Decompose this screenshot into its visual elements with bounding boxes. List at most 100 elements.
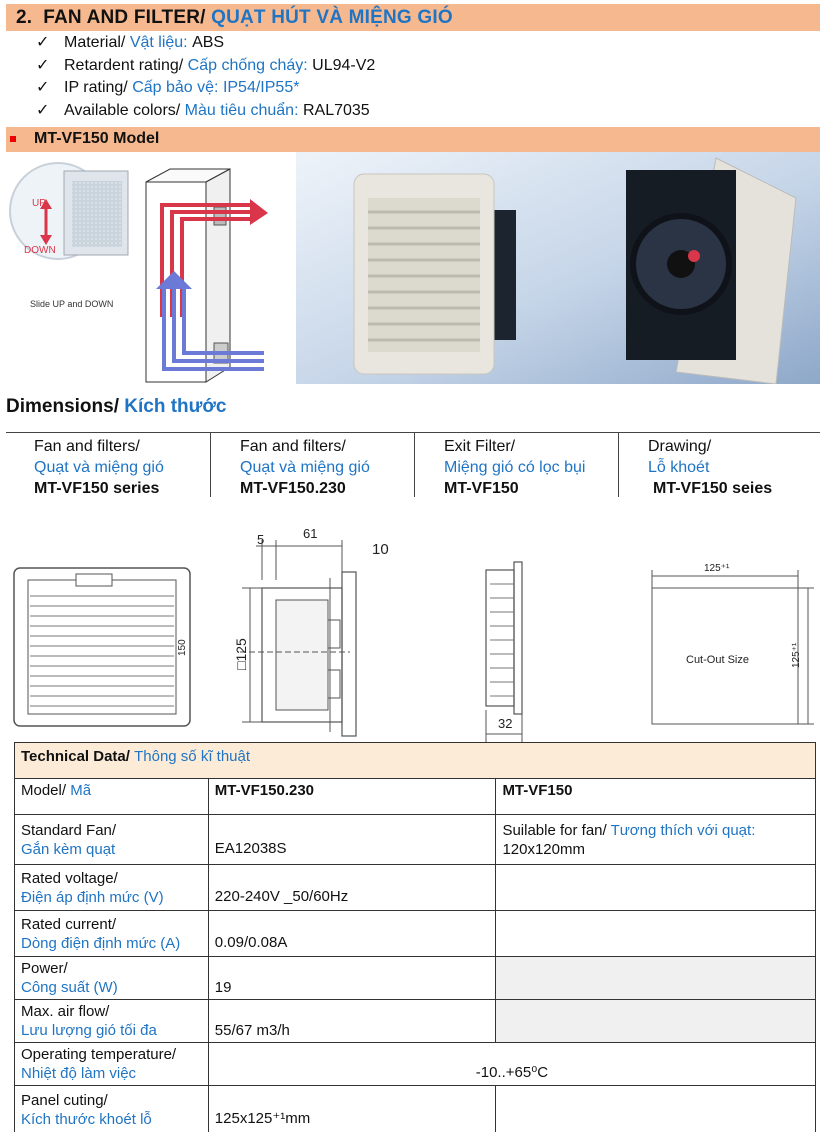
- down-label: DOWN: [24, 245, 56, 256]
- label-en: Panel cuting/: [21, 1091, 108, 1109]
- row-label: Model/ Mã: [14, 778, 209, 815]
- feature-item: ✓ IP rating/ Cấp bảo vệ: IP54/IP55*: [36, 77, 375, 100]
- row-label: Power/Công suất (W): [14, 956, 209, 1000]
- dims-col-vi: Quạt và miệng gió: [34, 459, 164, 476]
- table-row: Panel cuting/Kích thước khoét lỗ 125x125…: [14, 1085, 816, 1132]
- model-bar-title: MT-VF150 Model: [34, 130, 160, 147]
- table-row: Operating temperature/Nhiệt độ làm việc …: [14, 1042, 817, 1086]
- row-label: Rated current/Dòng điện định mức (A): [14, 910, 209, 957]
- compat-vi: Tương thích với quạt:: [610, 821, 756, 839]
- row-label: Standard Fan/Gắn kèm quạt: [14, 814, 209, 865]
- row-value-2-empty: [495, 956, 816, 1000]
- label-en: Power/: [21, 960, 68, 977]
- feature-label-vi: Màu tiêu chuẩn:: [184, 101, 299, 119]
- exit-filter-drawing: [485, 561, 523, 742]
- tech-title-en: Technical Data/: [21, 748, 130, 765]
- label-vi: Công suất (W): [21, 979, 118, 996]
- model-bar: MT-VF150 Model: [6, 127, 820, 152]
- dims-divider: [210, 433, 211, 497]
- table-row: Max. air flow/Lưu lượng gió tối đa 55/67…: [14, 999, 816, 1043]
- fan-back-view: [626, 157, 797, 384]
- section-heading: 2. FAN AND FILTER/ QUẠT HÚT VÀ MIỆNG GIÓ: [6, 4, 820, 31]
- section-title-en: FAN AND FILTER/: [43, 7, 206, 28]
- fan-grille-front: [353, 173, 516, 375]
- feature-label-en: IP rating/: [64, 79, 128, 97]
- dims-divider: [414, 433, 415, 497]
- dims-divider: [618, 433, 619, 497]
- compat-value: 120x120mm: [502, 840, 585, 858]
- table-row: Model/ Mã MT-VF150.230 MT-VF150: [14, 778, 816, 815]
- slide-caption: Slide UP and DOWN: [30, 299, 113, 309]
- technical-data-table: Technical Data/ Thông số kĩ thuật Model/…: [14, 742, 817, 1132]
- dims-column: Fan and filters/ Quạt và miệng gió MT-VF…: [212, 433, 416, 497]
- feature-list: ✓ Material/ Vật liệu: ABS ✓ Retardent ra…: [36, 32, 375, 122]
- side-dim-c: 10: [372, 541, 389, 558]
- row-value-2-empty: [495, 999, 816, 1043]
- table-row: Power/Công suất (W) 19: [14, 956, 816, 1000]
- bullet-square-icon: [10, 136, 16, 142]
- side-height-label: □125: [233, 638, 249, 670]
- dims-col-model: MT-VF150.230: [240, 480, 346, 497]
- row-label: Operating temperature/Nhiệt độ làm việc: [14, 1042, 209, 1086]
- label-vi: Mã: [70, 782, 92, 799]
- side-dim-b: 61: [303, 526, 317, 541]
- row-value-span: -10..+65⁰C: [207, 1042, 817, 1086]
- label-vi: Gắn kèm quạt: [21, 840, 116, 858]
- checkmark-icon: ✓: [36, 101, 50, 119]
- label-vi: Kích thước khoét lỗ: [21, 1110, 152, 1128]
- filter-slide-detail: [9, 162, 129, 260]
- dimensions-title: Dimensions/ Kích thước: [6, 396, 226, 418]
- section-number: 2.: [16, 7, 33, 28]
- feature-label-vi: Cấp bảo vệ:: [132, 79, 219, 97]
- technical-drawings: 150 5 61 10 □125 32: [13, 526, 814, 742]
- dims-column: Exit Filter/ Miệng gió có lọc bụi MT-VF1…: [416, 433, 620, 497]
- dimensions-header: Fan and filters/ Quạt và miệng gió MT-VF…: [6, 432, 820, 497]
- feature-label-vi: Vật liệu:: [129, 34, 188, 52]
- row-value: 0.09/0.08A: [207, 910, 497, 957]
- label-en: Rated current/: [21, 915, 117, 933]
- label-en: Rated voltage/: [21, 869, 118, 887]
- label-vi: Lưu lượng gió tối đa: [21, 1022, 157, 1039]
- label-vi: Nhiệt độ làm việc: [21, 1065, 137, 1082]
- dims-col-vi: Miệng gió có lọc bụi: [444, 459, 586, 476]
- dims-col-model: MT-VF150 seies: [653, 480, 773, 497]
- row-value: 19: [207, 956, 497, 1000]
- row-value-2-empty: [495, 910, 816, 957]
- feature-label-en: Retardent rating/: [64, 56, 184, 74]
- row-value-2: Suilable for fan/ Tương thích với quạt:1…: [495, 814, 816, 865]
- dims-col-en: Fan and filters/: [34, 438, 140, 455]
- dims-col-vi: Quạt và miệng gió: [240, 459, 370, 476]
- dims-col-model: MT-VF150 series: [34, 480, 160, 497]
- cutout-width-label: 125⁺¹: [704, 563, 730, 574]
- row-label: Rated voltage/Điện áp định mức (V): [14, 864, 209, 911]
- row-value: 220-240V _50/60Hz: [207, 864, 497, 911]
- cutout-drawing: [651, 570, 814, 725]
- label-en: Model/: [21, 782, 67, 799]
- front-height-label: 150: [177, 639, 188, 656]
- exit-depth-label: 32: [498, 716, 512, 731]
- row-value: EA12038S: [207, 814, 497, 865]
- tech-title-vi: Thông số kĩ thuật: [134, 748, 251, 765]
- side-dim-a: 5: [257, 532, 264, 547]
- feature-item: ✓ Material/ Vật liệu: ABS: [36, 32, 375, 55]
- tech-title-cell: Technical Data/ Thông số kĩ thuật: [14, 742, 816, 779]
- dims-column: Fan and filters/ Quạt và miệng gió MT-VF…: [6, 433, 210, 497]
- checkmark-icon: ✓: [36, 56, 50, 74]
- tech-title-row: Technical Data/ Thông số kĩ thuật: [14, 742, 816, 779]
- dimensions-title-vi: Kích thước: [124, 396, 227, 417]
- row-value: MT-VF150.230: [207, 778, 497, 815]
- label-en: Operating temperature/: [21, 1046, 177, 1063]
- dims-col-vi: Lỗ khoét: [648, 459, 710, 476]
- label-en: Max. air flow/: [21, 1003, 110, 1020]
- feature-value: UL94-V2: [312, 56, 376, 74]
- table-row: Rated voltage/Điện áp định mức (V) 220-2…: [14, 864, 816, 911]
- side-view-drawing: [240, 540, 357, 737]
- feature-label-vi: Cấp chống cháy:: [187, 56, 308, 74]
- label-vi: Dòng điện định mức (A): [21, 934, 181, 952]
- table-row: Standard Fan/Gắn kèm quạt EA12038S Suila…: [14, 814, 816, 865]
- dims-col-en: Exit Filter/: [444, 438, 516, 455]
- cabinet-diagram: [145, 168, 268, 383]
- front-view-drawing: [13, 567, 191, 727]
- feature-item: ✓ Retardent rating/ Cấp chống cháy: UL94…: [36, 55, 375, 78]
- label-vi: Điện áp định mức (V): [21, 888, 164, 906]
